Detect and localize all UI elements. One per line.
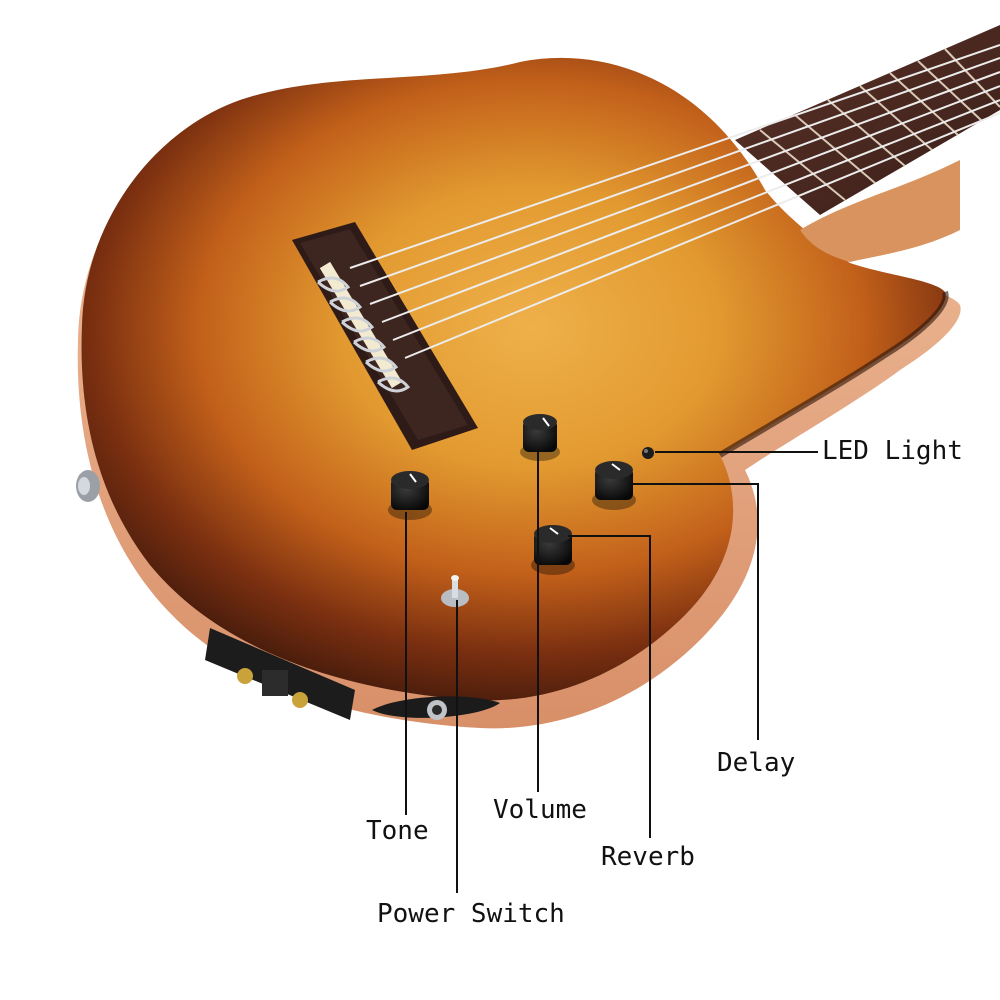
guitar-body-top	[81, 57, 946, 701]
reverb-leader	[568, 535, 651, 838]
frets	[759, 48, 1000, 201]
bridge	[292, 222, 478, 450]
delay-leader	[628, 483, 759, 740]
power-switch-label: Power Switch	[377, 899, 565, 929]
tone-label: Tone	[366, 816, 429, 846]
strap-button	[76, 470, 100, 502]
delay-knob	[592, 461, 636, 510]
cutaway-edge	[718, 290, 949, 458]
led-dot-icon	[642, 447, 654, 459]
output-jack-icon	[372, 696, 500, 720]
toggle-switch-icon	[441, 575, 469, 607]
leader-lines	[405, 451, 818, 893]
led-light-label: LED Light	[822, 436, 963, 466]
tone-knob	[388, 471, 432, 520]
volume-label: Volume	[493, 795, 587, 825]
side-jack-panel	[205, 628, 355, 720]
reverb-label: Reverb	[601, 842, 695, 872]
neck-heel	[800, 160, 960, 262]
strings	[349, 44, 1000, 359]
delay-label: Delay	[717, 748, 796, 778]
reverb-knob	[531, 525, 575, 575]
volume-knob	[520, 414, 560, 461]
